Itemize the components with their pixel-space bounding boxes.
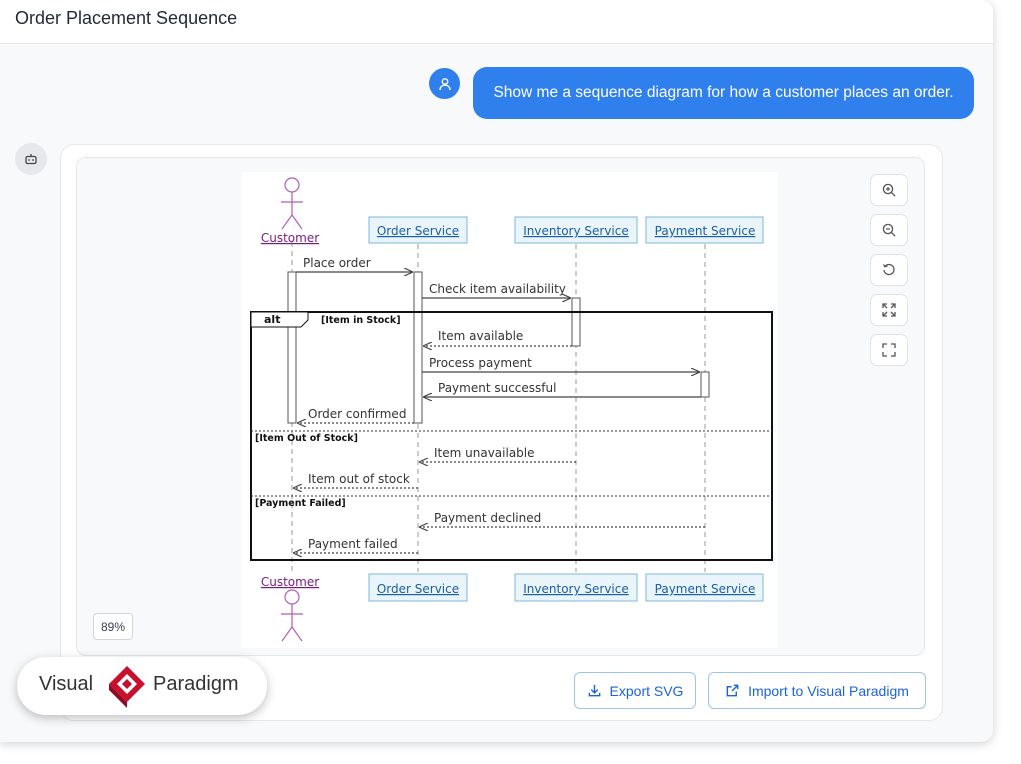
fullscreen-icon (882, 343, 896, 357)
fit-to-screen-button[interactable] (870, 294, 908, 326)
visual-paradigm-logo: Visual Paradigm (17, 657, 267, 715)
bot-avatar (15, 143, 47, 175)
export-svg-label: Export SVG (609, 682, 684, 699)
app-window: Order Placement Sequence Show me a seque… (0, 0, 993, 721)
participant-box-inventory-service-bottom (514, 573, 638, 602)
import-to-visual-paradigm-label: Import to Visual Paradigm (748, 682, 909, 699)
logo-text-visual: Visual (39, 673, 94, 695)
activation-payment-service (700, 371, 710, 398)
export-svg-button[interactable]: Export SVG (574, 672, 696, 709)
fit-screen-icon (882, 303, 896, 317)
robot-icon (25, 154, 37, 165)
participant-label-payment-service-bottom: Payment Service (655, 582, 756, 596)
activation-customer (287, 271, 297, 424)
user-avatar (429, 68, 460, 99)
participant-label-inventory-service-bottom: Inventory Service (523, 582, 628, 596)
guard-item-in-stock: [Item in Stock] (321, 315, 401, 326)
user-icon (438, 77, 451, 90)
actor-customer-top (281, 177, 303, 230)
reset-view-button[interactable] (870, 254, 908, 286)
participant-box-order-service-bottom (368, 573, 468, 602)
alt-fragment (250, 311, 773, 561)
title-bar: Order Placement Sequence (0, 0, 993, 44)
zoom-in-icon (882, 183, 896, 197)
sequence-diagram-svg: Customer Order Service Inventory Service… (250, 177, 773, 642)
user-message-bubble: Show me a sequence diagram for how a cus… (473, 67, 974, 119)
participant-label-customer-top: Customer (261, 231, 319, 245)
alt-operator-label: alt (264, 313, 280, 326)
message-label-payment-failed: Payment failed (308, 537, 398, 551)
sequence-diagram: Customer Order Service Inventory Service… (242, 172, 778, 648)
message-label-order-confirmed: Order confirmed (308, 407, 406, 421)
participant-box-inventory-service-top (514, 216, 638, 244)
participant-label-order-service-top: Order Service (377, 224, 459, 238)
fullscreen-button[interactable] (870, 334, 908, 366)
participant-box-order-service-top (368, 216, 468, 244)
visual-paradigm-diamond-icon (109, 666, 145, 708)
activation-inventory-service (571, 297, 581, 347)
import-to-visual-paradigm-button[interactable]: Import to Visual Paradigm (708, 672, 926, 709)
activation-order-service (413, 271, 423, 424)
page-title: Order Placement Sequence (15, 8, 238, 28)
message-label-item-available: Item available (438, 329, 523, 343)
zoom-in-button[interactable] (870, 174, 908, 206)
guard-item-out-of-stock: [Item Out of Stock] (255, 433, 358, 444)
participant-label-customer-bottom: Customer (261, 575, 319, 589)
actor-customer-bottom (281, 589, 303, 642)
external-link-icon (726, 684, 739, 697)
participant-label-inventory-service-top: Inventory Service (523, 224, 628, 238)
zoom-level-indicator: 89% (93, 613, 133, 640)
participant-label-payment-service-top: Payment Service (655, 224, 756, 238)
zoom-out-button[interactable] (870, 214, 908, 246)
message-label-item-unavailable: Item unavailable (434, 446, 535, 460)
alt-operator-tab (250, 311, 309, 328)
guard-payment-failed: [Payment Failed] (255, 498, 346, 509)
message-label-payment-successful: Payment successful (438, 381, 556, 395)
message-label-check-availability: Check item availability (429, 282, 566, 296)
reset-icon (882, 263, 895, 276)
message-label-place-order: Place order (303, 256, 371, 270)
logo-text-paradigm: Paradigm (153, 673, 239, 695)
zoom-out-icon (882, 223, 896, 237)
participant-label-order-service-bottom: Order Service (377, 582, 459, 596)
participant-box-payment-service-bottom (645, 573, 764, 602)
message-label-process-payment: Process payment (429, 356, 532, 370)
download-icon (588, 684, 600, 697)
participant-box-payment-service-top (645, 216, 764, 244)
message-label-item-out-of-stock: Item out of stock (308, 472, 410, 486)
message-label-payment-declined: Payment declined (434, 511, 541, 525)
